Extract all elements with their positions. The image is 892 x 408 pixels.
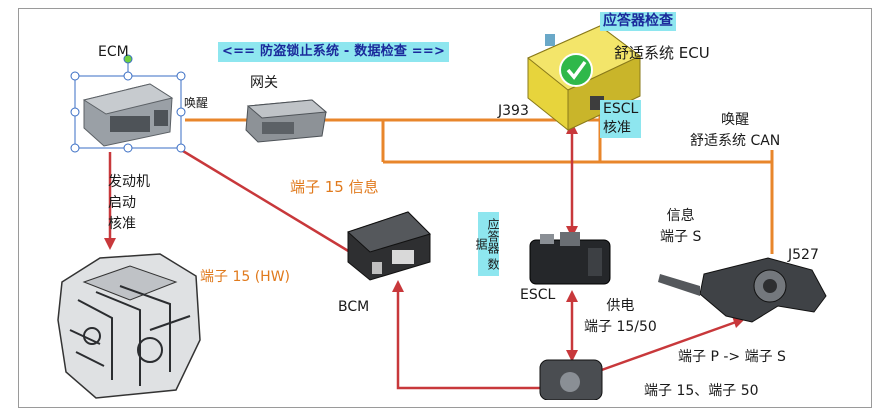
resize-handle-br[interactable] [176,143,186,153]
gateway-label: 网关 [250,75,278,91]
check-icon [559,53,593,87]
transponder-check-label: 应答器检查 [600,12,676,31]
arrow-up-bcm [392,280,404,292]
engine-start-approve-label: 发动机 启动 核准 [108,174,150,232]
ecm-module[interactable] [70,54,186,153]
ecm-label: ECM [98,44,129,60]
wake-comfort-can-label: 唤醒 舒适系统 CAN [690,112,781,149]
resize-handle-tl[interactable] [70,71,80,81]
arrow-up-escl [566,290,578,302]
j527-label: J527 [788,247,819,263]
red-signal-lines [108,132,737,390]
escl-module [529,232,611,285]
escl-label: ESCL [520,287,556,303]
ignition-switch [539,359,603,400]
terminal-15-50-label: 端子 15、端子 50 [644,383,759,399]
orange-bus-lines [185,110,774,254]
resize-handle-t[interactable] [123,71,133,81]
gateway-module [245,99,328,143]
terminal-p-to-s-label: 端子 P -> 端子 S [678,349,786,365]
comfort-ecu-label: 舒适系统 ECU [614,44,710,62]
bcm-label: BCM [338,299,370,315]
bcm-module [347,211,431,281]
resize-handle-r[interactable] [176,107,186,117]
arrow-down-switch [566,350,578,362]
switch-j527-line [595,320,737,374]
j393-module [527,25,641,131]
engine-image [57,253,201,399]
resize-handle-bl[interactable] [70,143,80,153]
system-banner: <== 防盗锁止系统 - 数据检查 ==> [218,42,450,62]
switch-bcm-line [396,290,540,390]
signal-terminal-s-label: 信息 端子 S [660,208,702,245]
escl-approve-label: ESCL 核准 [600,100,642,138]
transponder-data-label: 应答器 数据 [474,212,500,276]
power-supply-label: 供电 端子 15/50 [584,298,657,335]
ecm-wake-label: 唤醒 [184,96,209,110]
terminal15-info-label: 端子 15 信息 [290,178,379,196]
resize-handle-tr[interactable] [176,71,186,81]
ecm-bcm-line [177,146,351,254]
arrow-down-engine [104,238,116,250]
terminal15-hw-label: 端子 15 (HW) [200,269,291,285]
j527-module [658,257,827,323]
resize-handle-l[interactable] [70,107,80,117]
resize-handle-b[interactable] [123,143,133,153]
rotate-handle[interactable] [123,54,133,64]
j393-label: J393 [498,103,529,119]
